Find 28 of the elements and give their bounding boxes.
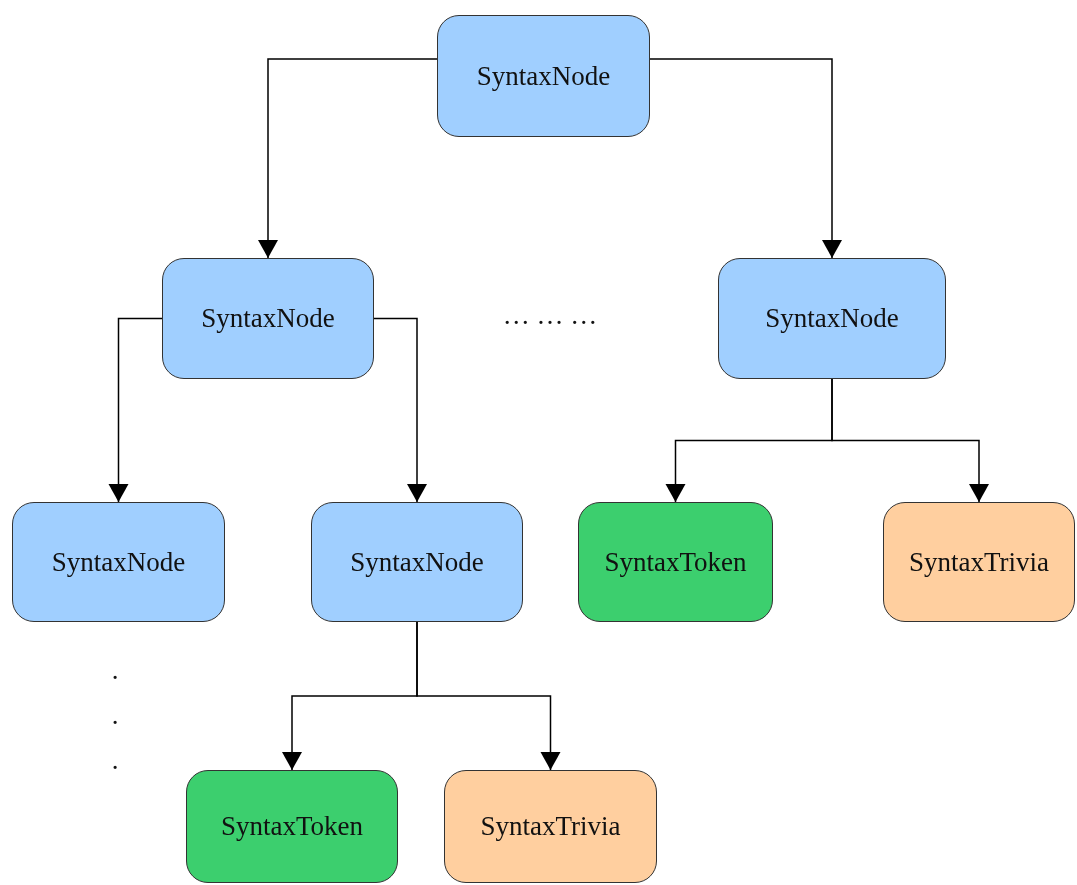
class-box [883, 502, 1075, 622]
class-name: SyntaxNode [51, 546, 186, 578]
arrow [649, 58, 842, 259]
class-box [311, 502, 523, 622]
class-box [186, 770, 398, 883]
arrow [416, 621, 561, 771]
class-box [12, 502, 225, 622]
class-name: SyntaxToken [604, 546, 747, 578]
class-box [578, 502, 773, 622]
ellipsis: . [110, 745, 120, 776]
class-name: SyntaxNode [476, 60, 611, 92]
class-box [444, 770, 657, 883]
ellipsis: . [110, 700, 120, 731]
class-name: SyntaxTrivia [480, 811, 621, 842]
arrow [108, 317, 163, 503]
class-name: SyntaxNode [350, 546, 484, 578]
class-box [718, 258, 946, 379]
class-name: SyntaxToken [220, 811, 364, 842]
arrow [258, 58, 438, 259]
class-box [437, 15, 650, 137]
ellipsis: … … … [501, 300, 599, 331]
class-name: SyntaxNode [765, 303, 899, 334]
arrow [373, 317, 427, 503]
class-name: SyntaxTrivia [909, 546, 1049, 578]
class-box [162, 258, 374, 379]
class-name: SyntaxNode [201, 303, 335, 334]
ellipsis: . [110, 655, 120, 686]
arrow [831, 378, 989, 503]
